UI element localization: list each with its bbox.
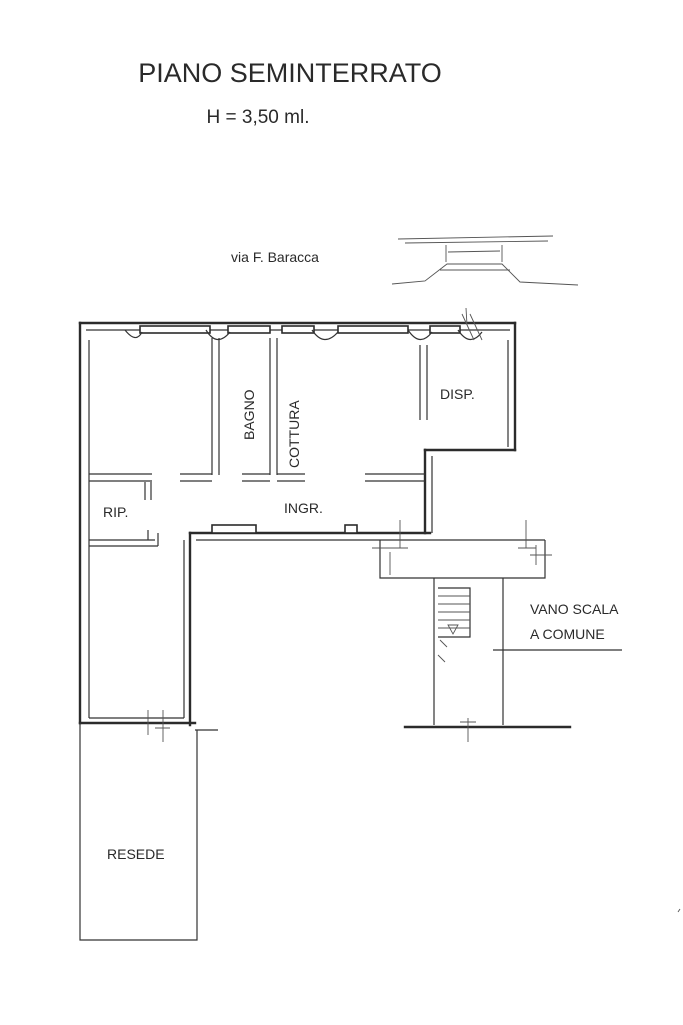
room-label-a-comune: A COMUNE xyxy=(530,626,605,642)
interior-partitions xyxy=(89,338,428,547)
top-windows xyxy=(124,307,483,341)
room-label-disp: DISP. xyxy=(440,386,475,402)
stray-mark xyxy=(677,908,681,913)
stairwell xyxy=(372,520,622,742)
resede-area xyxy=(79,710,218,941)
room-label-rip: RIP. xyxy=(103,504,128,520)
room-label-bagno: BAGNO xyxy=(241,389,257,440)
entrance-ramp-sketch xyxy=(391,235,579,286)
street-label: via F. Baracca xyxy=(231,249,319,265)
room-label-ingr: INGR. xyxy=(284,500,323,516)
room-label-resede: RESEDE xyxy=(107,846,165,862)
plan-title: PIANO SEMINTERRATO xyxy=(138,58,442,88)
plan-subtitle: H = 3,50 ml. xyxy=(207,107,310,128)
room-label-vano-scala: VANO SCALA xyxy=(530,601,619,617)
apartment-walls xyxy=(78,321,517,727)
room-label-cottura: COTTURA xyxy=(286,400,302,468)
